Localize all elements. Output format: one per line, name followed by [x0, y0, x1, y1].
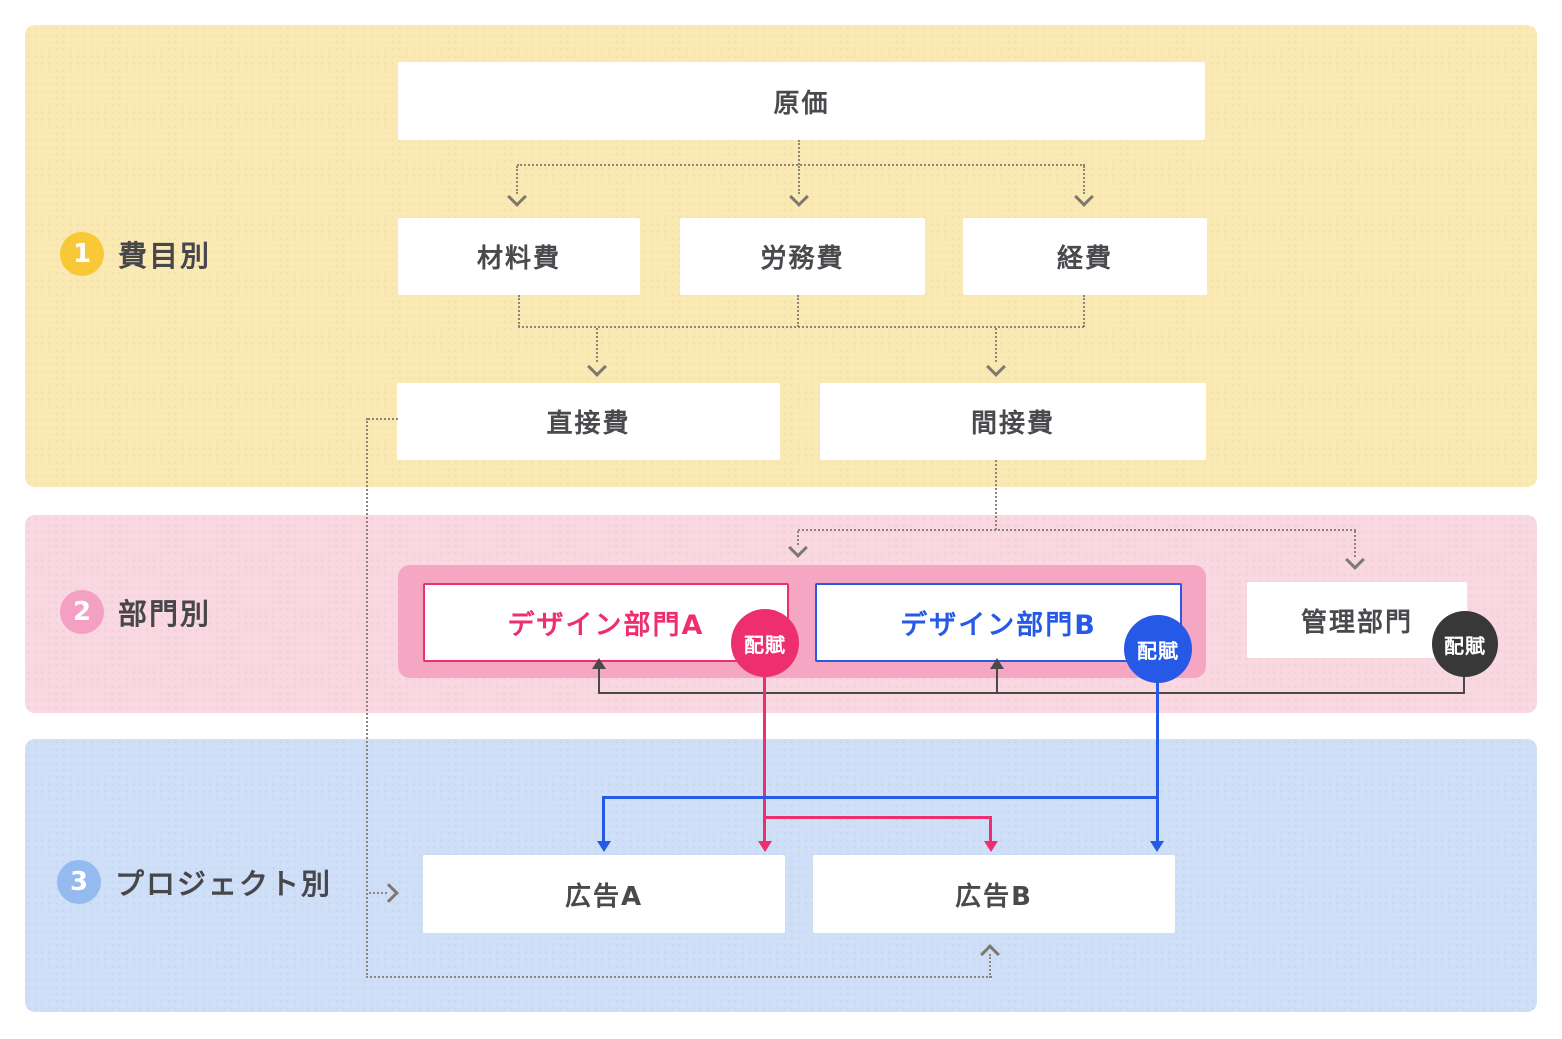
section-title-project: プロジェクト別	[115, 867, 333, 901]
allocation-badge-design-a: 配賦	[731, 609, 799, 677]
box-direct-cost: 直接費	[397, 383, 780, 460]
box-labor-cost: 労務費	[680, 218, 925, 295]
box-ad-b: 広告B	[813, 855, 1175, 933]
allocation-badge-design-b: 配賦	[1124, 615, 1192, 683]
box-design-dept-b: デザイン部門B	[815, 583, 1182, 662]
box-expense-cost: 経費	[963, 218, 1207, 295]
section-label-project: 3 プロジェクト別	[57, 860, 332, 904]
section-title-department: 部門別	[118, 597, 212, 631]
section-number-1-icon: 1	[60, 232, 104, 276]
box-total-cost: 原価	[398, 62, 1205, 140]
box-admin-dept: 管理部門	[1247, 582, 1467, 658]
section-label-expense: 1 費目別	[60, 232, 211, 276]
box-ad-a: 広告A	[423, 855, 785, 933]
allocation-badge-admin: 配賦	[1432, 611, 1498, 677]
section-number-2-icon: 2	[60, 590, 104, 634]
box-material-cost: 材料費	[398, 218, 640, 295]
section-label-department: 2 部門別	[60, 590, 211, 634]
box-indirect-cost: 間接費	[820, 383, 1206, 460]
section-title-expense: 費目別	[118, 239, 212, 273]
section-number-3-icon: 3	[57, 860, 101, 904]
